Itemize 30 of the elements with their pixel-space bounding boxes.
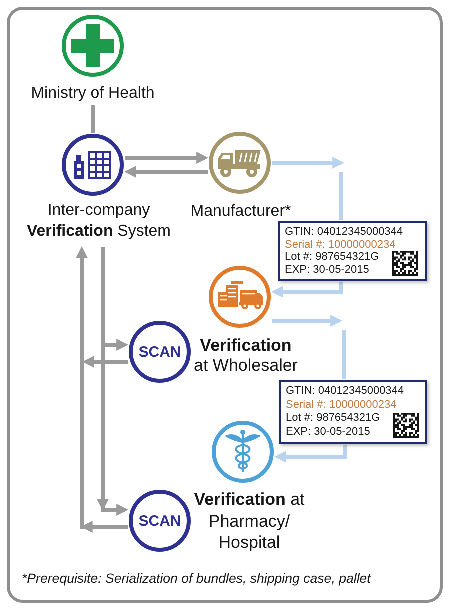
product-label-card <box>279 380 427 444</box>
arrow <box>124 166 208 178</box>
node-caption: Verification at Wholesaler <box>193 336 299 376</box>
footnote-text: *Prerequisite: Serialization of bundles, shipping case, pallet <box>22 571 371 587</box>
arrow <box>76 246 88 362</box>
arrow <box>274 445 347 463</box>
label-line: GTIN: 04012345000344 <box>286 385 404 398</box>
arrow <box>82 356 128 368</box>
label-line: Serial #: 10000000234 <box>286 398 397 412</box>
node-label: Inter-company Verification System <box>26 201 172 242</box>
node-label: Ministry of Health <box>31 84 155 104</box>
label-line: Lot #: 987654321G <box>285 251 380 264</box>
label-line: GTIN: 04012345000344 <box>285 226 404 239</box>
node-label: SCAN <box>138 512 182 530</box>
node-caption: Verification at Pharmacy/ Hospital <box>193 489 306 554</box>
arrow <box>97 345 128 516</box>
connector-line <box>342 330 346 379</box>
arrow <box>272 315 343 327</box>
node-label: Manufacturer* <box>190 202 292 222</box>
label-line: Lot #: 987654321G <box>286 412 380 425</box>
arrow <box>271 282 343 298</box>
product-label-card <box>278 221 427 281</box>
node-label: SCAN <box>138 344 182 360</box>
arrow <box>272 157 345 169</box>
label-line: Serial #: 10000000234 <box>285 238 396 252</box>
label-line: EXP: 30-05-2015 <box>286 426 370 438</box>
connector-line <box>91 105 95 133</box>
label-line: EXP: 30-05-2015 <box>285 264 370 276</box>
arrow <box>125 152 209 164</box>
connector-line <box>339 172 343 220</box>
